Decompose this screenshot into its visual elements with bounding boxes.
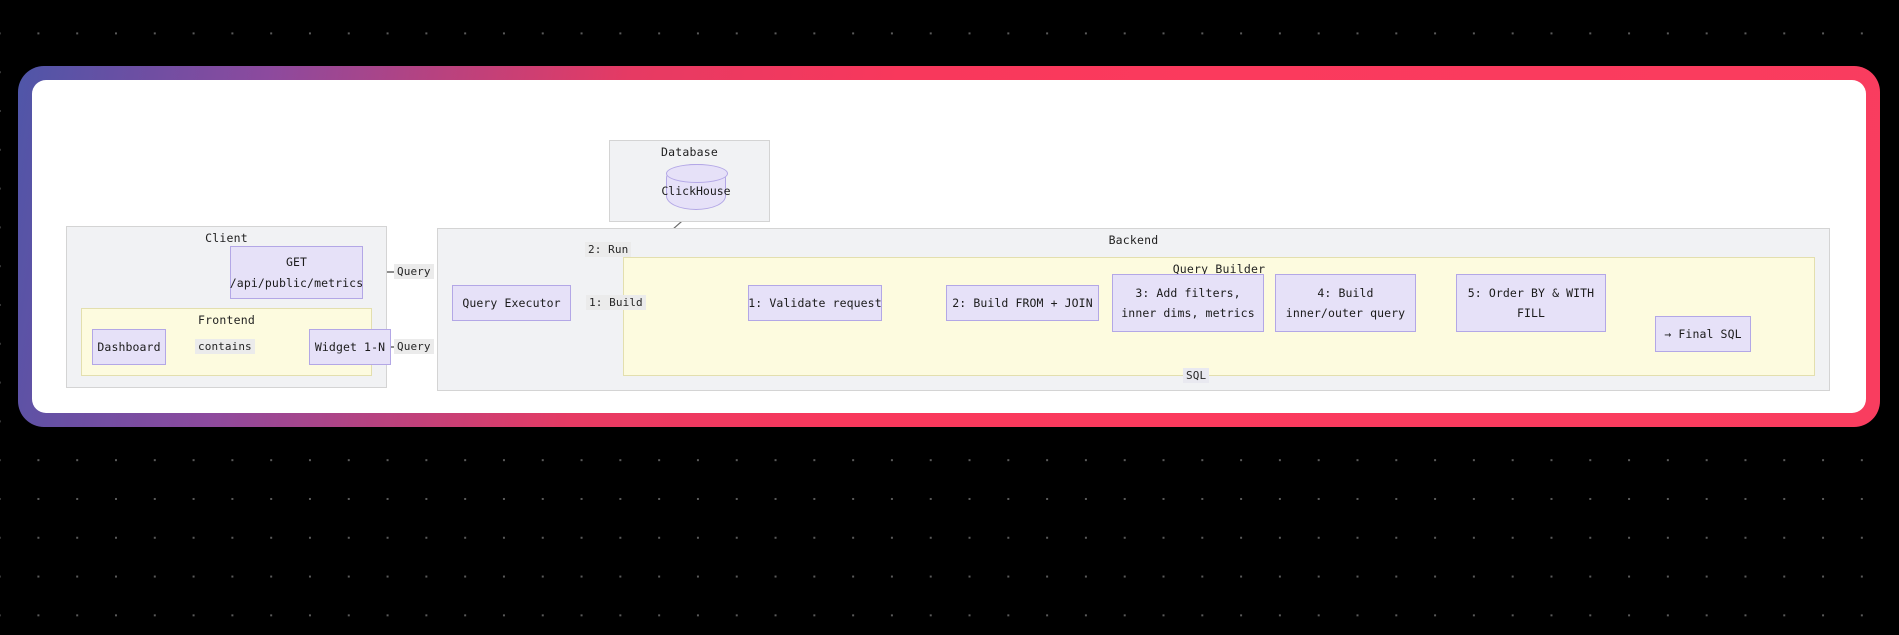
node-get-metrics[interactable]: GET /api/public/metrics: [230, 246, 363, 299]
node-final-sql-label: → Final SQL: [1664, 326, 1742, 341]
node-query-executor-label: Query Executor: [462, 295, 561, 310]
edge-label-build-text: 1: Build: [589, 296, 643, 309]
node-get-metrics-method: GET: [285, 255, 308, 270]
node-step-5-line2: FILL: [1516, 306, 1546, 320]
node-query-executor[interactable]: Query Executor: [452, 285, 571, 321]
edge-label-query-get: Query: [394, 264, 434, 279]
node-dashboard-label: Dashboard: [97, 339, 161, 354]
node-step-1[interactable]: 1: Validate request: [748, 285, 882, 321]
cluster-database-label: Database: [661, 145, 718, 159]
node-clickhouse-label: ClickHouse: [661, 183, 731, 198]
edge-label-sql-text: SQL: [1186, 369, 1207, 382]
node-step-1-label: 1: Validate request: [748, 295, 882, 310]
node-step-4[interactable]: 4: Build inner/outer query: [1275, 274, 1416, 332]
node-step-2-label: 2: Build FROM + JOIN: [952, 295, 1093, 310]
node-step-4-line1: 4: Build: [1317, 285, 1374, 300]
node-clickhouse[interactable]: ClickHouse: [661, 164, 731, 210]
edge-label-sql: SQL: [1183, 368, 1210, 383]
node-step-5[interactable]: 5: Order BY & WITH FILL: [1456, 274, 1606, 332]
cluster-client-label: Client: [205, 231, 248, 245]
node-step-5-line1: 5: Order BY & WITH: [1467, 285, 1595, 300]
gradient-frame: Database Client Frontend Backend Query B…: [18, 66, 1880, 427]
node-step-3-line1: 3: Add filters,: [1135, 285, 1241, 300]
edge-label-query-widget-text: Query: [397, 340, 431, 353]
edge-label-contains: contains: [195, 339, 255, 354]
edge-label-run: 2: Run: [585, 242, 632, 257]
node-widget-label: Widget 1-N: [314, 339, 386, 354]
edge-label-build: 1: Build: [586, 295, 646, 310]
node-dashboard[interactable]: Dashboard: [92, 329, 166, 365]
edge-label-contains-text: contains: [198, 340, 252, 353]
diagram-canvas[interactable]: Database Client Frontend Backend Query B…: [32, 80, 1866, 413]
node-widget[interactable]: Widget 1-N: [309, 329, 391, 365]
cluster-query-builder-label: Query Builder: [1172, 262, 1266, 276]
node-step-3-line2: inner dims, metrics: [1121, 306, 1255, 320]
node-step-4-line2: inner/outer query: [1285, 306, 1406, 320]
edge-label-query-get-text: Query: [397, 265, 431, 278]
node-get-metrics-path: /api/public/metrics: [229, 275, 364, 290]
node-step-3[interactable]: 3: Add filters, inner dims, metrics: [1112, 274, 1264, 332]
edge-label-run-text: 2: Run: [588, 243, 629, 256]
edge-label-query-widget: Query: [394, 339, 434, 354]
node-step-2[interactable]: 2: Build FROM + JOIN: [946, 285, 1099, 321]
node-final-sql[interactable]: → Final SQL: [1655, 316, 1751, 352]
cluster-backend-label: Backend: [1108, 233, 1159, 247]
cluster-frontend-label: Frontend: [198, 313, 255, 327]
